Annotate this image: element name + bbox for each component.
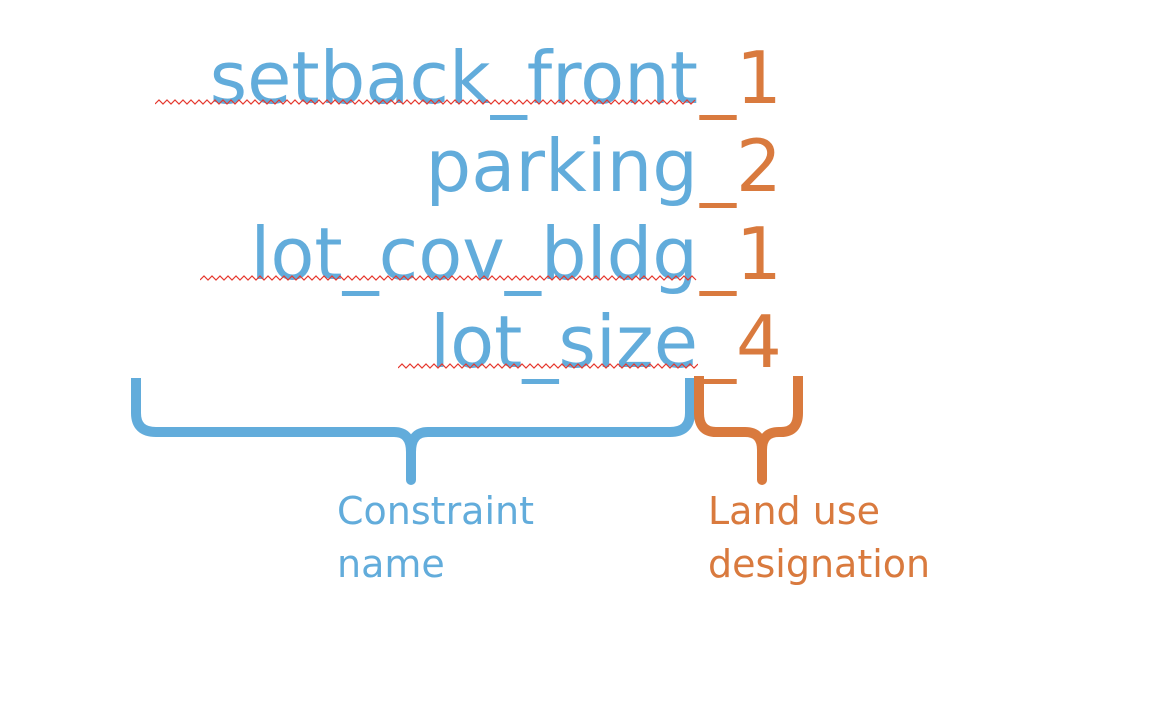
spellcheck-underline xyxy=(200,275,697,281)
land-use-designation-label: Land use designation xyxy=(708,485,930,591)
constraint-name: lot_size xyxy=(430,300,698,384)
squiggle-path xyxy=(398,363,698,369)
constraint-label-line2: name xyxy=(337,542,445,586)
code-row: lot_size _4 xyxy=(0,298,1172,386)
constraint-name: setback_front xyxy=(209,36,698,120)
constraint-name: parking xyxy=(425,124,698,208)
code-row: setback_front _1 xyxy=(0,34,1172,122)
constraint-label-line1: Constraint xyxy=(337,489,535,533)
designation-label-line1: Land use xyxy=(708,489,881,533)
designation-label-line2: designation xyxy=(708,542,931,586)
squiggle-path xyxy=(155,99,696,105)
designation-brace xyxy=(694,376,803,485)
designation-suffix: _1 xyxy=(700,212,782,296)
constraint-brace xyxy=(131,378,695,485)
spellcheck-underline xyxy=(155,99,696,105)
designation-suffix: _2 xyxy=(700,124,782,208)
constraint-name: lot_cov_bldg xyxy=(250,212,698,296)
code-row: lot_cov_bldg _1 xyxy=(0,210,1172,298)
code-list: setback_front _1 parking _2 lot_cov_bldg… xyxy=(0,34,1172,386)
designation-suffix: _1 xyxy=(700,36,782,120)
designation-suffix: _4 xyxy=(700,300,782,384)
constraint-name-label: Constraint name xyxy=(337,485,534,591)
spellcheck-underline xyxy=(398,363,698,369)
squiggle-path xyxy=(200,275,697,281)
code-row: parking _2 xyxy=(0,122,1172,210)
